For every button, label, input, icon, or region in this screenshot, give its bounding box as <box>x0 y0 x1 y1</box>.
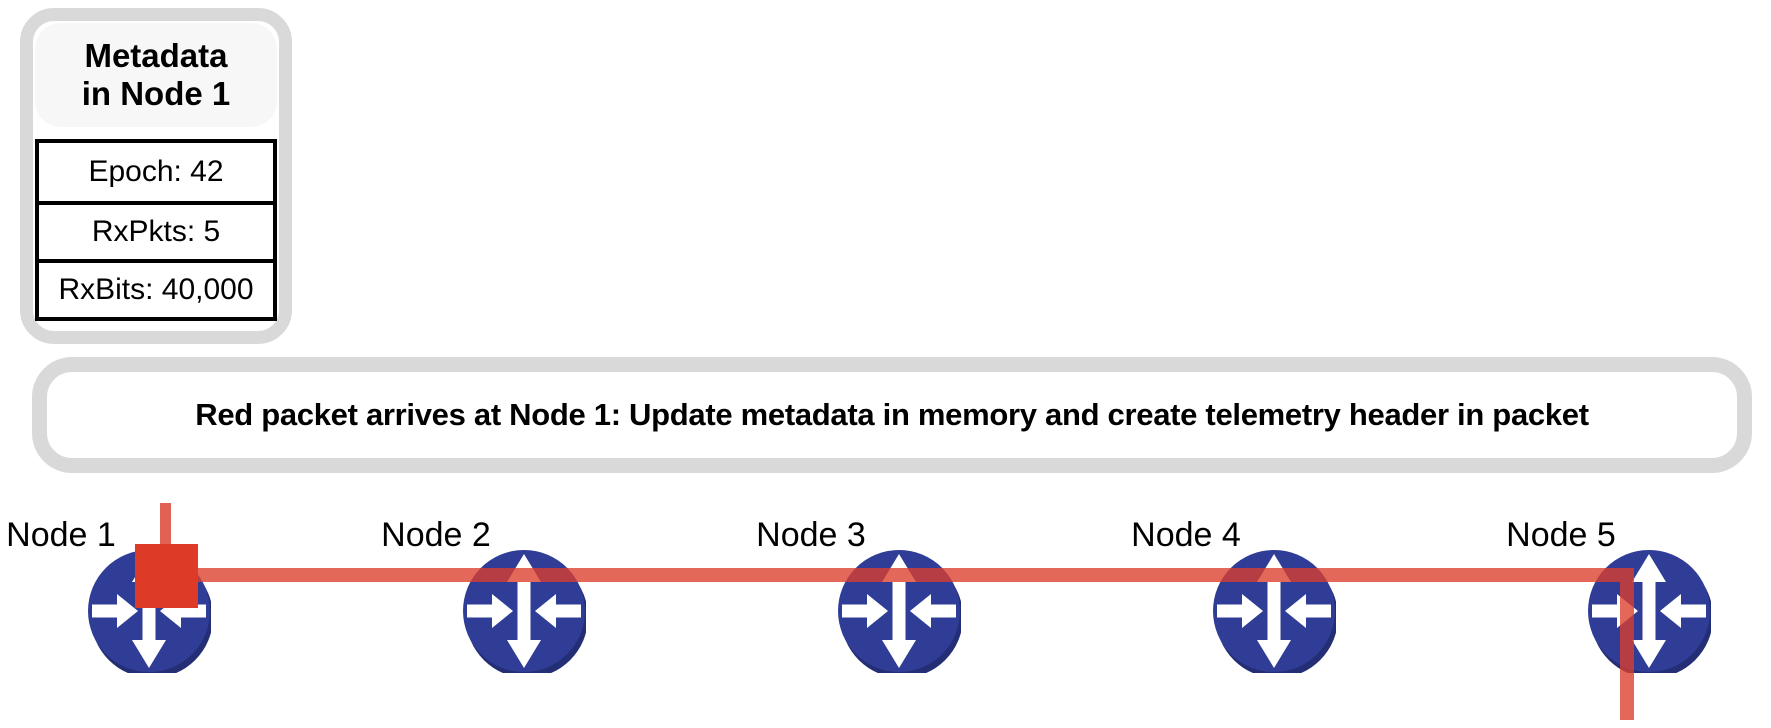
right-pointing-arrow-icon <box>1217 594 1263 628</box>
left-pointing-arrow-icon <box>910 594 956 628</box>
packet-path-horizontal-line <box>196 568 1634 582</box>
node-5-label: Node 5 <box>1506 516 1616 554</box>
vertical-double-arrow-icon <box>507 554 541 668</box>
vertical-double-arrow-icon <box>1257 554 1291 668</box>
metadata-panel: Metadata in Node 1 Epoch: 42 RxPkts: 5 R… <box>20 8 292 344</box>
packet-arrival-trail <box>160 503 171 545</box>
node-1-label: Node 1 <box>6 516 116 554</box>
metadata-row-rxbits: RxBits: 40,000 <box>39 259 273 317</box>
node-3-label: Node 3 <box>756 516 866 554</box>
right-pointing-arrow-icon <box>467 594 513 628</box>
left-pointing-arrow-icon <box>1660 594 1706 628</box>
vertical-double-arrow-icon <box>1632 554 1666 668</box>
left-pointing-arrow-icon <box>1285 594 1331 628</box>
metadata-table: Epoch: 42 RxPkts: 5 RxBits: 40,000 <box>35 139 277 321</box>
metadata-title-line1: Metadata <box>84 37 228 75</box>
metadata-panel-title: Metadata in Node 1 <box>35 23 277 127</box>
left-pointing-arrow-icon <box>535 594 581 628</box>
vertical-double-arrow-icon <box>132 554 166 668</box>
metadata-row-epoch: Epoch: 42 <box>39 143 273 201</box>
metadata-row-rxpkts: RxPkts: 5 <box>39 201 273 259</box>
packet-path-exit-line <box>1620 582 1634 720</box>
caption-banner: Red packet arrives at Node 1: Update met… <box>32 357 1752 473</box>
caption-text: Red packet arrives at Node 1: Update met… <box>195 397 1589 432</box>
node-4-label: Node 4 <box>1131 516 1241 554</box>
right-pointing-arrow-icon <box>92 594 138 628</box>
right-pointing-arrow-icon <box>842 594 888 628</box>
metadata-title-line2: in Node 1 <box>81 75 231 112</box>
red-packet-icon <box>135 544 198 608</box>
vertical-double-arrow-icon <box>882 554 916 668</box>
node-2-label: Node 2 <box>381 516 491 554</box>
